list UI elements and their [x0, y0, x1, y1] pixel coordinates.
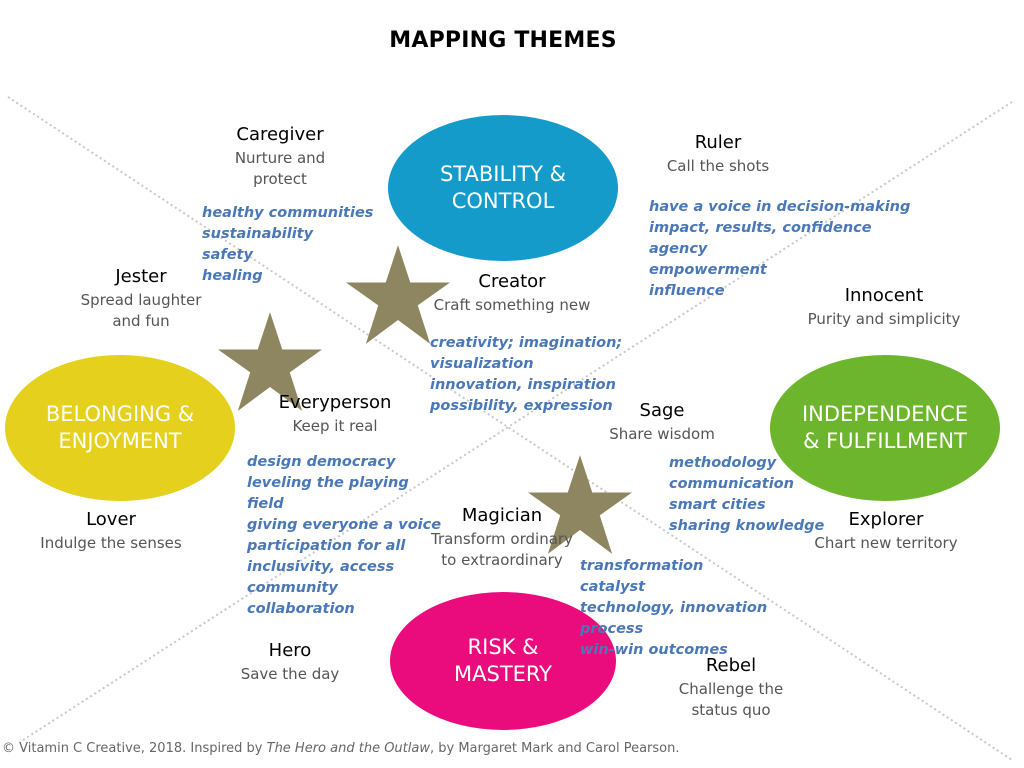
- keyword: transformation: [580, 558, 704, 574]
- archetype-description: Spread laughter and fun: [80, 291, 202, 330]
- keyword: healing: [202, 268, 263, 284]
- keyword: win-win outcomes: [580, 642, 728, 658]
- archetype-name: Ruler: [694, 132, 742, 153]
- archetype-description: Keep it real: [292, 417, 378, 435]
- keyword: sharing knowledge: [669, 518, 825, 534]
- keyword: design democracy: [247, 454, 396, 470]
- keyword: technology, innovation: [580, 600, 768, 616]
- keyword: inclusivity, access: [247, 559, 395, 575]
- archetype-description: Chart new territory: [814, 534, 958, 552]
- archetype-description: Indulge the senses: [40, 534, 182, 552]
- archetype-name: Explorer: [848, 509, 924, 530]
- keyword: sustainability: [202, 226, 314, 242]
- keyword: influence: [649, 283, 725, 299]
- star-icon: [218, 312, 322, 411]
- keyword: smart cities: [669, 497, 766, 513]
- archetype-description: Transform ordinary to extraordinary: [431, 530, 573, 569]
- archetype-name: Caregiver: [236, 124, 324, 145]
- keywords-magician: transformation catalyst technology, innova…: [580, 556, 767, 661]
- keywords-caregiver: healthy communities sustainability safety h…: [202, 203, 373, 287]
- diagonal-line-1: [7, 96, 1013, 761]
- theme-stability-control: STABILITY & CONTROL: [388, 115, 618, 261]
- keywords-sage: methodology communication smart cities shar…: [669, 453, 824, 537]
- keyword: healthy communities: [202, 205, 374, 221]
- archetype-name: Sage: [639, 400, 685, 421]
- archetype-name: Rebel: [705, 655, 757, 676]
- keyword: collaboration: [247, 601, 355, 617]
- keyword: giving everyone a voice: [247, 517, 442, 533]
- footer-credit: © Vitamin C Creative, 2018. Inspired by …: [2, 741, 680, 756]
- keyword: community: [247, 580, 338, 596]
- footer-book-title: The Hero and the Outlaw: [266, 741, 430, 756]
- keyword: agency: [649, 241, 708, 257]
- archetype-name: Everyperson: [278, 392, 392, 413]
- keyword: innovation, inspiration: [430, 377, 616, 393]
- archetype-description: Challenge the status quo: [678, 680, 784, 719]
- archetype-name: Hero: [268, 640, 312, 661]
- theme-independence-fulfillment: INDEPENDENCE & FULFILLMENT: [770, 355, 1000, 501]
- keyword: possibility, expression: [430, 398, 613, 414]
- archetype-name: Lover: [86, 509, 136, 530]
- keyword: safety: [202, 247, 253, 263]
- archetype-description: Purity and simplicity: [807, 310, 961, 328]
- keywords-ruler: have a voice in decision-making impact, r…: [649, 197, 910, 302]
- archetype-description: Call the shots: [666, 157, 770, 175]
- theme-label: INDEPENDENCE & FULFILLMENT: [801, 402, 969, 453]
- archetype-name: Creator: [478, 271, 546, 292]
- theme-risk-mastery: RISK & MASTERY: [390, 592, 616, 730]
- keyword: empowerment: [649, 262, 767, 278]
- keyword: leveling the playing: [247, 475, 409, 491]
- keyword: methodology: [669, 455, 777, 471]
- archetype-name: Innocent: [844, 285, 924, 306]
- keyword: communication: [669, 476, 794, 492]
- archetype-name: Magician: [461, 505, 543, 526]
- archetype-description: Share wisdom: [609, 425, 715, 443]
- keyword: have a voice in decision-making: [649, 199, 911, 215]
- keyword: impact, results, confidence: [649, 220, 872, 236]
- theme-label: BELONGING & ENJOYMENT: [45, 402, 195, 453]
- archetype-name: Jester: [115, 266, 167, 287]
- star-icon: [346, 245, 450, 344]
- keywords-everyperson: design democracy leveling the playing fiel…: [247, 452, 441, 620]
- diagonal-line-2: [19, 101, 1013, 743]
- footer-prefix: © Vitamin C Creative, 2018. Inspired by: [2, 741, 267, 756]
- page-title: MAPPING THEMES: [389, 28, 617, 53]
- footer-suffix: , by Margaret Mark and Carol Pearson.: [429, 741, 680, 756]
- keyword: participation for all: [247, 538, 406, 554]
- archetype-description: Craft something new: [433, 296, 591, 314]
- archetype-description: Nurture and protect: [234, 149, 326, 188]
- theme-label: RISK & MASTERY: [454, 635, 552, 686]
- keyword: catalyst: [580, 579, 646, 595]
- theme-belonging-enjoyment: BELONGING & ENJOYMENT: [5, 355, 235, 501]
- keyword: process: [580, 621, 644, 637]
- archetype-description: Save the day: [240, 665, 340, 683]
- keywords-creator: creativity; imagination; visualization inn…: [430, 333, 622, 417]
- theme-label: STABILITY & CONTROL: [439, 162, 567, 213]
- keyword: visualization: [430, 356, 534, 372]
- keyword: creativity; imagination;: [430, 335, 623, 351]
- keyword: field: [247, 496, 284, 512]
- star-icon: [528, 455, 632, 554]
